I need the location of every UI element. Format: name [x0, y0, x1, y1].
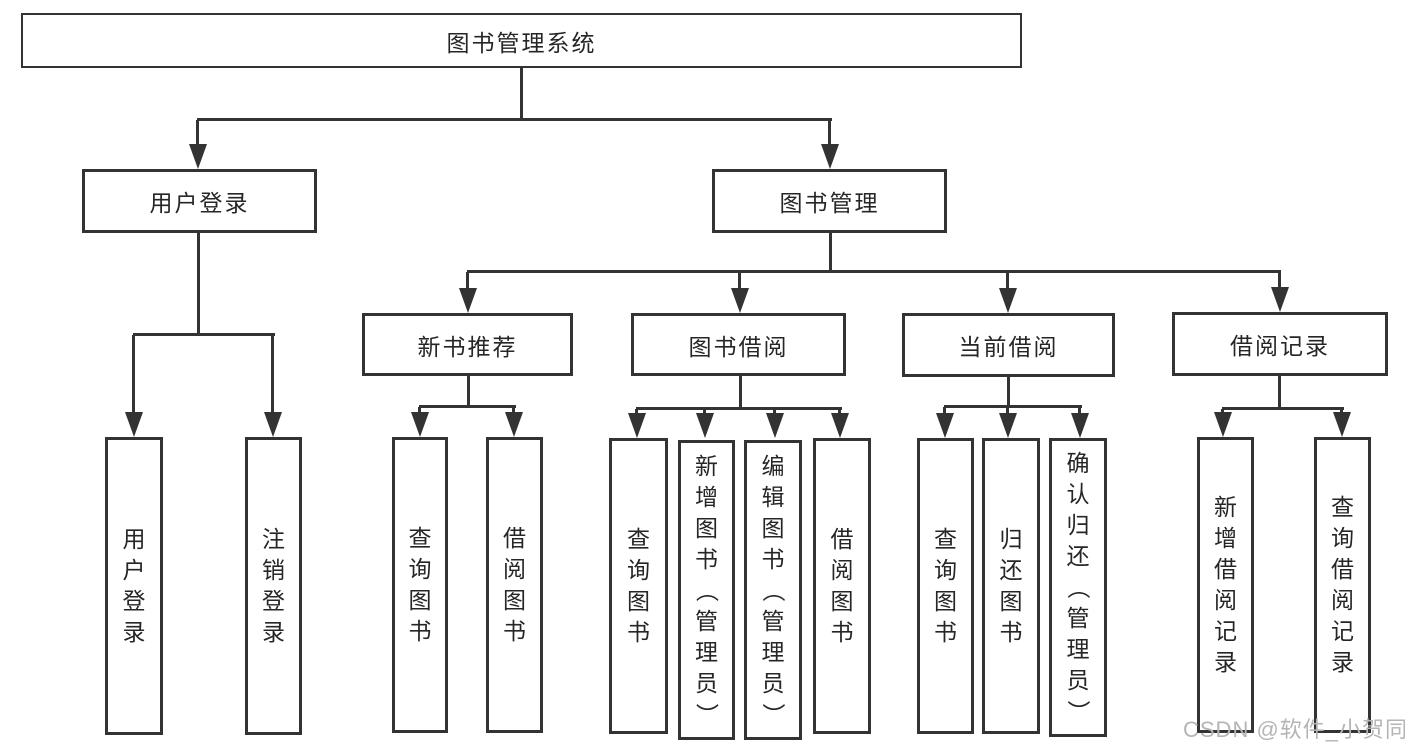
connector-line	[467, 270, 1281, 273]
node-label: 查询图书	[408, 525, 432, 644]
connector-line	[1007, 377, 1010, 408]
arrow-down-icon	[999, 407, 1017, 438]
node-label: 归还图书	[999, 526, 1023, 645]
connector-line	[133, 333, 275, 336]
arrow-down-icon	[696, 409, 714, 438]
arrow-down-icon	[1214, 409, 1232, 437]
node-user-login: 用户登录	[82, 169, 317, 233]
node-leaf-query-books-borrow: 查询图书	[609, 438, 668, 734]
node-label: 借阅记录	[1230, 333, 1330, 359]
node-book-borrowing: 图书借阅	[631, 313, 846, 376]
node-label: 借阅图书	[830, 526, 854, 645]
connector-line	[197, 233, 200, 336]
arrow-down-icon	[1333, 409, 1351, 437]
arrow-down-icon	[731, 272, 749, 313]
connector-line	[419, 405, 516, 408]
node-new-book-recommend: 新书推荐	[362, 313, 573, 376]
arrow-down-icon	[189, 120, 207, 169]
node-label: 新增借阅记录	[1214, 494, 1237, 675]
node-label: 图书管理	[779, 190, 880, 216]
node-leaf-add-borrow-record: 新增借阅记录	[1197, 437, 1254, 733]
node-leaf-query-books-recommend: 查询图书	[392, 437, 448, 733]
node-label: 用户登录	[122, 526, 146, 645]
arrow-down-icon	[264, 335, 282, 437]
node-leaf-return-books: 归还图书	[982, 438, 1040, 734]
node-leaf-user-login: 用户登录	[105, 437, 163, 735]
arrow-down-icon	[831, 409, 849, 438]
arrow-down-icon	[125, 335, 143, 437]
node-borrowing-records: 借阅记录	[1172, 312, 1388, 376]
connector-line	[197, 118, 832, 121]
node-label: 用户登录	[149, 190, 250, 216]
node-leaf-confirm-return-admin: 确认归还（管理员）	[1049, 438, 1107, 737]
connector-line	[1278, 376, 1281, 410]
node-book-management: 图书管理	[712, 169, 947, 233]
node-label: 确认归还（管理员）	[1065, 450, 1092, 723]
node-library-management-system: 图书管理系统	[21, 13, 1022, 68]
node-current-borrowing: 当前借阅	[902, 313, 1115, 377]
arrow-down-icon	[936, 407, 954, 438]
node-leaf-borrow-books: 借阅图书	[813, 438, 871, 734]
arrow-down-icon	[628, 409, 646, 438]
node-leaf-query-books-current: 查询图书	[917, 438, 974, 734]
arrow-down-icon	[821, 120, 839, 169]
arrow-down-icon	[411, 407, 429, 437]
node-label: 新增图书（管理员）	[694, 452, 720, 726]
arrow-down-icon	[1071, 407, 1089, 438]
node-label: 注销登录	[262, 526, 285, 645]
csdn-watermark: CSDN @软件_小贺同学	[1183, 717, 1405, 742]
connector-line	[829, 233, 832, 273]
arrow-down-icon	[459, 272, 477, 313]
node-label: 编辑图书（管理员）	[760, 452, 787, 726]
connector-line	[520, 68, 523, 121]
node-label: 新书推荐	[417, 333, 518, 360]
node-label: 当前借阅	[958, 334, 1059, 360]
node-leaf-edit-books-admin: 编辑图书（管理员）	[744, 440, 802, 740]
arrow-down-icon	[999, 272, 1017, 313]
arrow-down-icon	[1271, 272, 1289, 312]
node-label: 图书管理系统	[446, 29, 597, 56]
node-label: 查询借阅记录	[1331, 494, 1354, 675]
arrow-down-icon	[505, 407, 523, 437]
connector-line	[944, 405, 1082, 408]
node-leaf-add-books-admin: 新增图书（管理员）	[678, 440, 735, 740]
node-leaf-query-borrow-record: 查询借阅记录	[1314, 437, 1371, 733]
node-label: 查询图书	[934, 526, 957, 645]
node-leaf-logout: 注销登录	[245, 437, 302, 735]
node-label: 图书借阅	[688, 333, 789, 360]
node-label: 借阅图书	[503, 525, 526, 644]
arrow-down-icon	[766, 409, 784, 438]
node-label: 查询图书	[627, 526, 650, 645]
connector-line	[739, 376, 742, 410]
connector-line	[1222, 407, 1344, 410]
node-leaf-borrow-books-recommend: 借阅图书	[486, 437, 543, 733]
connector-line	[636, 407, 842, 410]
connector-line	[467, 376, 470, 408]
